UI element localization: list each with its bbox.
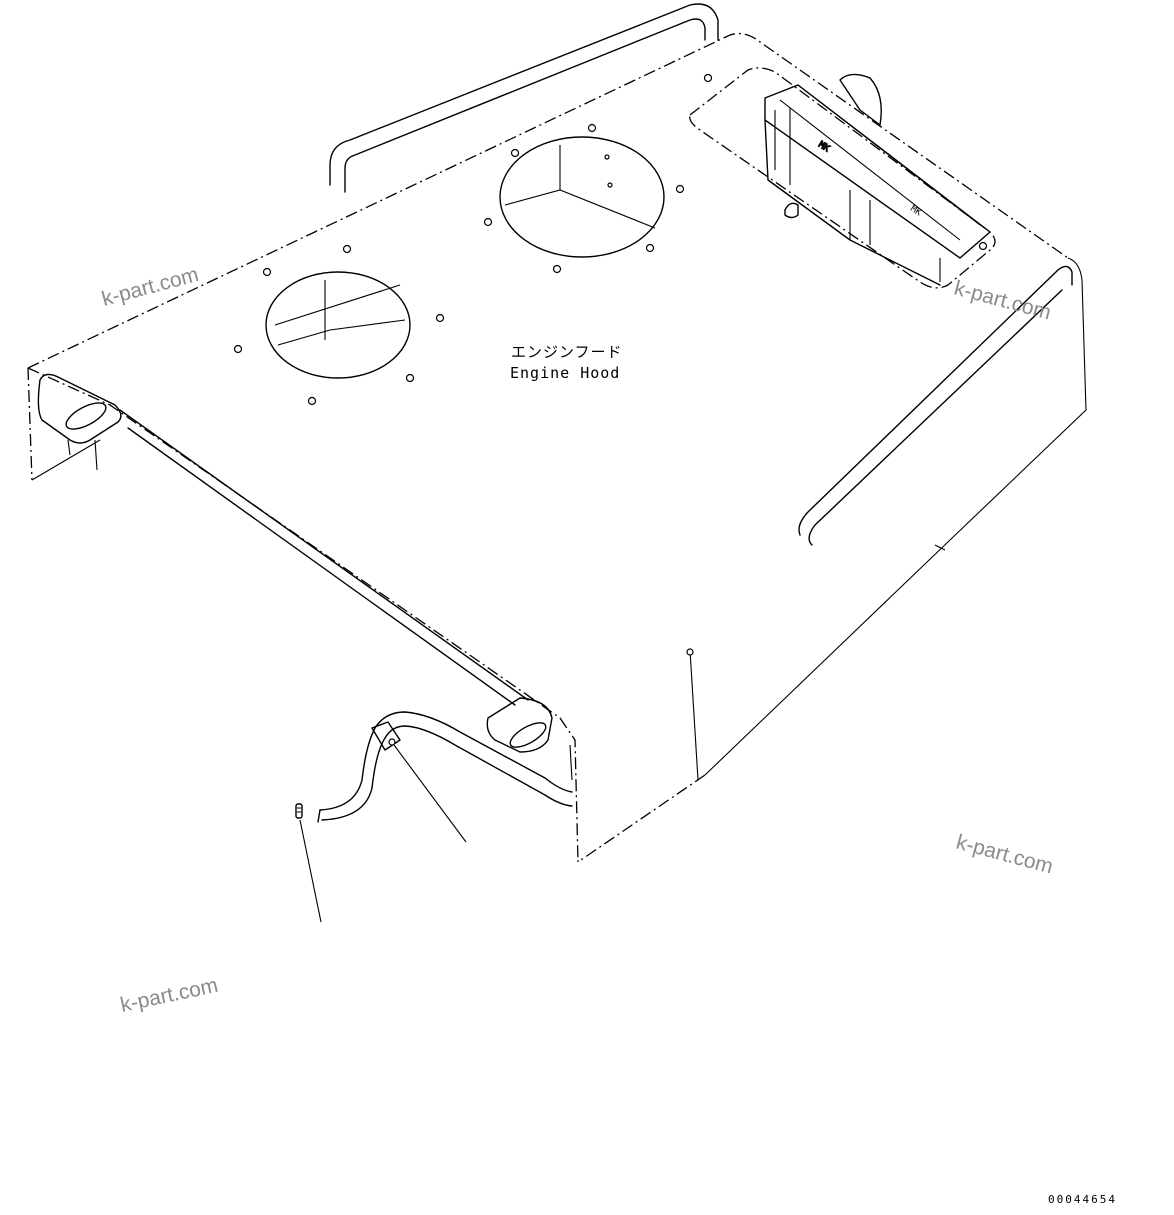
svg-text:MK: MK <box>908 204 923 219</box>
handrail-rear <box>329 3 719 193</box>
rivet-pin <box>295 803 303 819</box>
watermark: k-part.com <box>99 263 201 311</box>
hose <box>317 711 573 823</box>
watermark: k-part.com <box>952 277 1054 325</box>
watermark: k-part.com <box>118 974 220 1017</box>
leader-line-clamp <box>393 744 467 843</box>
part-label-en: Engine Hood <box>510 364 620 382</box>
inspection-recess: MK MK <box>689 67 996 289</box>
part-label-jp: エンジンフード <box>511 343 623 361</box>
svg-text:MK: MK <box>816 140 831 155</box>
circular-opening-left <box>265 271 411 379</box>
engine-hood-body <box>27 32 1087 863</box>
handrail-right <box>798 265 1073 546</box>
watermark: k-part.com <box>954 831 1056 879</box>
bolt-holes <box>233 73 988 406</box>
hose-clamp <box>371 721 401 751</box>
document-number: 00044654 <box>1048 1193 1117 1206</box>
circular-opening-right <box>499 136 665 258</box>
leader-line-pin <box>299 819 322 923</box>
